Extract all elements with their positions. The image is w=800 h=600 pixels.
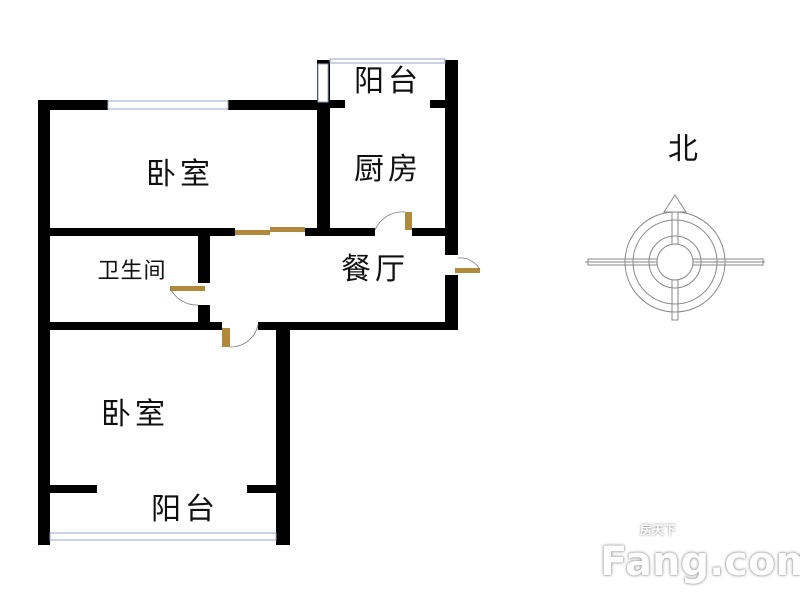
wall-lower-2: [258, 322, 458, 330]
wall-north-left: [38, 100, 108, 110]
windows: [49, 58, 446, 541]
window-balcony-south: [49, 532, 277, 541]
room-label-bedroom-north: 卧室: [146, 157, 214, 192]
door-swings: [169, 211, 481, 348]
room-label-balcony-north: 阳台: [354, 64, 422, 99]
watermark-logo: Fang.com: [600, 539, 800, 585]
wall-mid-2: [305, 228, 375, 236]
door-kitchen: [405, 212, 412, 230]
room-label-kitchen: 厨房: [354, 152, 422, 187]
wall-bath-east-upper: [198, 236, 210, 283]
compass-north-label: 北: [668, 132, 702, 167]
room-label-bedroom-south: 卧室: [101, 397, 169, 432]
walls: [38, 60, 458, 545]
wall-bath-east-lower: [198, 305, 210, 325]
window-balcony-west: [317, 63, 329, 103]
wall-lower-1: [50, 322, 222, 330]
watermark-logo-cn: 房天下: [640, 523, 677, 537]
compass: [585, 194, 765, 321]
door-bedroom-north-2: [270, 227, 305, 232]
wall-bedroom-east: [276, 330, 290, 545]
room-label-bathroom: 卫生间: [97, 259, 167, 284]
compass-inner-ring: [656, 243, 694, 281]
room-label-dining: 餐厅: [341, 252, 409, 287]
wall-north-right: [228, 100, 330, 110]
wall-mid-3: [412, 228, 445, 236]
window-balcony-north: [329, 58, 446, 64]
room-label-balcony-south: 阳台: [151, 492, 219, 527]
wall-balcony-s-right: [247, 485, 278, 493]
door-bathroom: [170, 286, 205, 291]
wall-west: [38, 100, 50, 545]
window-bedroom-north: [107, 100, 229, 110]
wall-balcony-stub-right: [430, 100, 445, 108]
doors: [170, 212, 480, 347]
door-entrance: [455, 268, 480, 273]
wall-east-upper: [445, 60, 458, 255]
wall-balcony-stub-left: [330, 100, 345, 108]
wall-balcony-s-left: [50, 485, 97, 493]
door-bedroom-south: [222, 328, 230, 347]
door-bedroom-north-1: [235, 230, 270, 235]
wall-east-lower: [445, 275, 458, 330]
wall-mid-1: [50, 228, 235, 236]
north-arrow-icon: [663, 194, 687, 244]
